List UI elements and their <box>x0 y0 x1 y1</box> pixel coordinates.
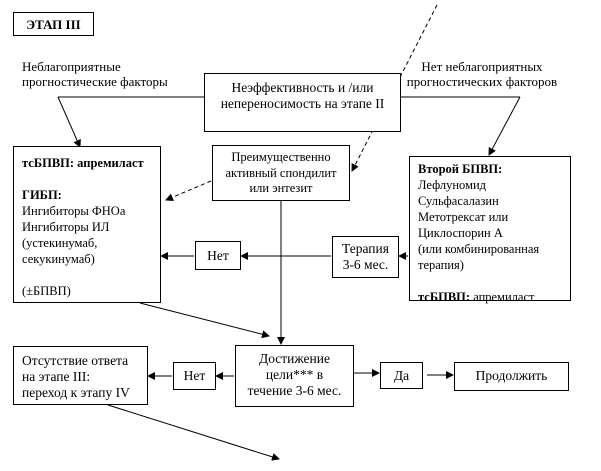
dashed-arrow-to-left-therapy <box>165 180 212 201</box>
label-line: прогностические факторы <box>22 74 168 89</box>
tsdmard-label: тсБПВП: апремиласт <box>22 156 144 170</box>
node-line: 3-6 мес. <box>342 257 389 272</box>
node-text: Да <box>393 368 410 383</box>
dmard-item: Метотрексат или <box>418 210 509 224</box>
node-line: переход к этапу IV <box>22 385 130 400</box>
node-text: Терапия 3-6 мес. <box>333 241 398 273</box>
dmard-item: (или комбинированная <box>418 242 540 256</box>
node-line: непереносимость на этапе II <box>220 96 385 111</box>
node-text: Преимущественно активный спондилит или э… <box>213 150 349 197</box>
node-line: Неэффективность и /или <box>231 80 374 95</box>
node-line: Терапия <box>342 241 389 256</box>
node-line: Преимущественно <box>231 150 331 164</box>
stage-title-box: ЭТАП III <box>13 12 94 36</box>
node-no-lower: Нет <box>173 362 216 390</box>
node-no-upper: Нет <box>195 241 241 270</box>
node-line: течение 3-6 мес. <box>247 383 342 398</box>
node-text: тсБПВП: апремиласт ГИБП: Ингибиторы ФНОа… <box>22 155 144 299</box>
node-ineffectiveness: Неэффективность и /или непереносимость н… <box>204 73 401 132</box>
node-line: Отсутствие ответа <box>22 353 129 368</box>
node-text: Нет <box>207 248 229 263</box>
dmard-item: терапия) <box>418 258 464 272</box>
node-therapy-duration: Терапия 3-6 мес. <box>332 236 399 278</box>
node-yes: Да <box>380 362 423 389</box>
label-line: Неблагоприятные <box>22 59 121 74</box>
node-text: Отсутствие ответа на этапе III: переход … <box>22 353 130 401</box>
node-line: цели*** в <box>265 367 324 382</box>
node-continue: Продолжить <box>454 362 569 391</box>
arrow-no-response-to-stage-iv <box>107 404 280 461</box>
biologic-item: секукинумаб) <box>22 252 95 266</box>
node-goal-achievement: Достижение цели*** в течение 3-6 мес. <box>235 345 354 407</box>
node-right-therapy: Второй БПВП: Лефлуномид Сульфасалазин Ме… <box>409 156 571 304</box>
dmard-item: Циклоспорин А <box>418 226 503 240</box>
arrow-left-therapy-to-goal <box>139 302 270 339</box>
stage-title: ЭТАП III <box>26 17 81 32</box>
biologic-item: Ингибиторы ИЛ <box>22 220 110 234</box>
label-no-unfavorable-factors: Нет неблагоприятных прогностических факт… <box>398 59 566 89</box>
biologic-item: (устекинумаб, <box>22 236 98 250</box>
dmard-item: Сульфасалазин <box>418 194 499 208</box>
left-therapy-footer: (±БПВП) <box>22 284 71 298</box>
biologic-label: ГИБП: <box>22 188 62 202</box>
node-line: на этапе III: <box>22 369 91 384</box>
node-text: Продолжить <box>475 368 548 383</box>
node-no-response: Отсутствие ответа на этапе III: переход … <box>13 346 148 405</box>
node-text: Достижение цели*** в течение 3-6 мес. <box>236 351 353 399</box>
node-spondylitis: Преимущественно активный спондилит или э… <box>212 145 350 201</box>
node-left-therapy: тсБПВП: апремиласт ГИБП: Ингибиторы ФНОа… <box>13 146 161 303</box>
node-line: активный спондилит <box>225 165 337 180</box>
node-text: Второй БПВП: Лефлуномид Сульфасалазин Ме… <box>418 161 539 305</box>
dmard-item: Лефлуномид <box>418 178 487 192</box>
node-text: Неэффективность и /или непереносимость н… <box>205 80 400 112</box>
arrow-to-left-therapy <box>57 96 81 148</box>
second-dmard-title: Второй БПВП: <box>418 162 503 176</box>
tsdmard-value: апремиласт <box>470 290 535 304</box>
node-text: Нет <box>183 368 206 383</box>
label-unfavorable-factors: Неблагоприятные прогностические факторы <box>22 59 168 89</box>
biologic-item: Ингибиторы ФНОа <box>22 204 126 218</box>
label-line: Нет неблагоприятных <box>421 59 543 74</box>
node-line: Достижение <box>259 351 330 366</box>
node-line: или энтезит <box>249 181 313 195</box>
label-line: прогностических факторов <box>406 74 558 89</box>
arrow-to-right-therapy <box>488 96 521 156</box>
right-tsdmard-line: тсБПВП: апремиласт <box>418 289 539 305</box>
tsdmard-label: тсБПВП: <box>418 290 471 304</box>
